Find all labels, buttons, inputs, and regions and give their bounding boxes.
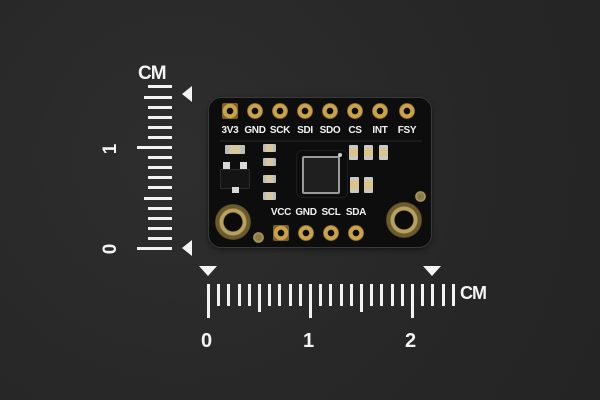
ruler-tick xyxy=(207,284,210,318)
ruler-tick xyxy=(137,146,172,149)
smd-capacitor xyxy=(350,177,359,193)
ruler-tick xyxy=(148,226,172,230)
bottom-pin-label: SCL xyxy=(321,207,341,218)
via-pad xyxy=(253,232,264,243)
bottom-pin-pad xyxy=(323,225,339,241)
ruler-tick xyxy=(217,284,221,306)
smd-resistor xyxy=(263,158,276,166)
top-pin-label: FSY xyxy=(397,125,417,136)
ruler-tick xyxy=(144,196,172,200)
chip-pin xyxy=(232,187,239,193)
ruler-tick xyxy=(144,95,172,99)
left-mounting-hole xyxy=(215,204,251,240)
pcb-trace xyxy=(296,150,348,198)
ruler-tick xyxy=(148,105,172,109)
top-pin-label: SDO xyxy=(319,125,341,136)
ruler-tick xyxy=(268,284,272,306)
ruler-tick xyxy=(349,284,353,306)
bottom-pin-pad xyxy=(348,225,364,241)
ruler-tick xyxy=(148,206,172,210)
pin1-marker xyxy=(338,153,342,157)
vertical-ruler-bottom-marker-icon xyxy=(182,240,192,256)
smd-resistor xyxy=(263,175,276,183)
ruler-tick xyxy=(309,284,312,318)
vertical-ruler-unit-label: CM xyxy=(138,63,167,84)
ruler-tick xyxy=(298,284,302,306)
ruler-tick xyxy=(148,156,172,160)
top-pin-pad xyxy=(222,103,238,119)
ruler-tick xyxy=(288,284,292,306)
ruler-tick xyxy=(148,236,172,240)
sensor-ic xyxy=(302,156,340,194)
bottom-pin-label: SDA xyxy=(345,207,367,218)
smd-capacitor xyxy=(349,145,358,160)
top-pin-pad xyxy=(399,103,415,119)
ruler-tick xyxy=(247,284,251,306)
regulator-chip xyxy=(220,169,250,189)
ruler-tick xyxy=(380,284,384,306)
ruler-tick xyxy=(370,284,374,306)
horizontal-ruler-label-0: 0 xyxy=(201,330,213,352)
smd-resistor xyxy=(225,145,245,154)
bottom-pin-label: VCC xyxy=(270,207,292,218)
ruler-tick xyxy=(148,186,172,190)
top-pin-pad xyxy=(297,103,313,119)
ruler-tick xyxy=(319,284,323,306)
chip-pin xyxy=(240,162,247,169)
bottom-pin-pad xyxy=(298,225,314,241)
ruler-tick xyxy=(148,176,172,180)
right-mounting-hole xyxy=(386,202,422,238)
chip-pin xyxy=(223,162,230,169)
top-pin-label: CS xyxy=(348,125,362,136)
via-pad xyxy=(415,191,426,202)
ruler-tick xyxy=(278,284,282,306)
smd-capacitor xyxy=(364,177,373,193)
vertical-ruler-top-marker-icon xyxy=(182,86,192,102)
ruler-tick xyxy=(237,284,241,306)
ruler-tick xyxy=(421,284,425,306)
horizontal-ruler-unit-label: CM xyxy=(460,283,487,303)
ruler-tick xyxy=(137,247,172,250)
smd-resistor xyxy=(263,192,276,200)
ruler-tick xyxy=(148,85,172,89)
top-pin-label: 3V3 xyxy=(221,125,239,136)
ruler-tick xyxy=(148,216,172,220)
horizontal-ruler-left-marker-icon xyxy=(199,266,217,276)
top-pin-pad xyxy=(247,103,263,119)
top-pin-pad xyxy=(322,103,338,119)
ruler-tick xyxy=(451,284,455,306)
ruler-tick xyxy=(360,284,363,312)
top-pin-label: SCK xyxy=(269,125,291,136)
ruler-tick xyxy=(339,284,343,306)
top-pin-label: INT xyxy=(372,125,388,136)
bottom-pin-label: GND xyxy=(295,207,317,218)
ruler-tick xyxy=(400,284,404,306)
ruler-tick xyxy=(148,115,172,119)
ruler-tick xyxy=(148,166,172,170)
ruler-tick xyxy=(148,135,172,139)
top-pin-pad xyxy=(372,103,388,119)
top-pin-label: SDI xyxy=(297,125,313,136)
smd-capacitor xyxy=(364,145,373,160)
bottom-pin-pad xyxy=(273,225,289,241)
smd-resistor xyxy=(263,144,276,152)
horizontal-ruler-label-1: 1 xyxy=(303,330,315,352)
ruler-tick xyxy=(227,284,231,306)
ruler-tick xyxy=(411,284,414,318)
top-pin-pad xyxy=(347,103,363,119)
ruler-tick xyxy=(329,284,333,306)
top-pin-pad xyxy=(272,103,288,119)
ruler-tick xyxy=(148,125,172,129)
vertical-ruler-label-1: 1 xyxy=(100,143,121,155)
ruler-tick xyxy=(441,284,445,306)
ruler-tick xyxy=(258,284,261,312)
horizontal-ruler-right-marker-icon xyxy=(423,266,441,276)
horizontal-ruler-label-2: 2 xyxy=(405,330,417,352)
ruler-tick xyxy=(390,284,394,306)
pcb-trace xyxy=(220,140,422,142)
vertical-ruler-label-0: 0 xyxy=(100,243,121,255)
top-pin-label: GND xyxy=(244,125,266,136)
ruler-tick xyxy=(431,284,435,306)
smd-capacitor xyxy=(379,145,388,160)
